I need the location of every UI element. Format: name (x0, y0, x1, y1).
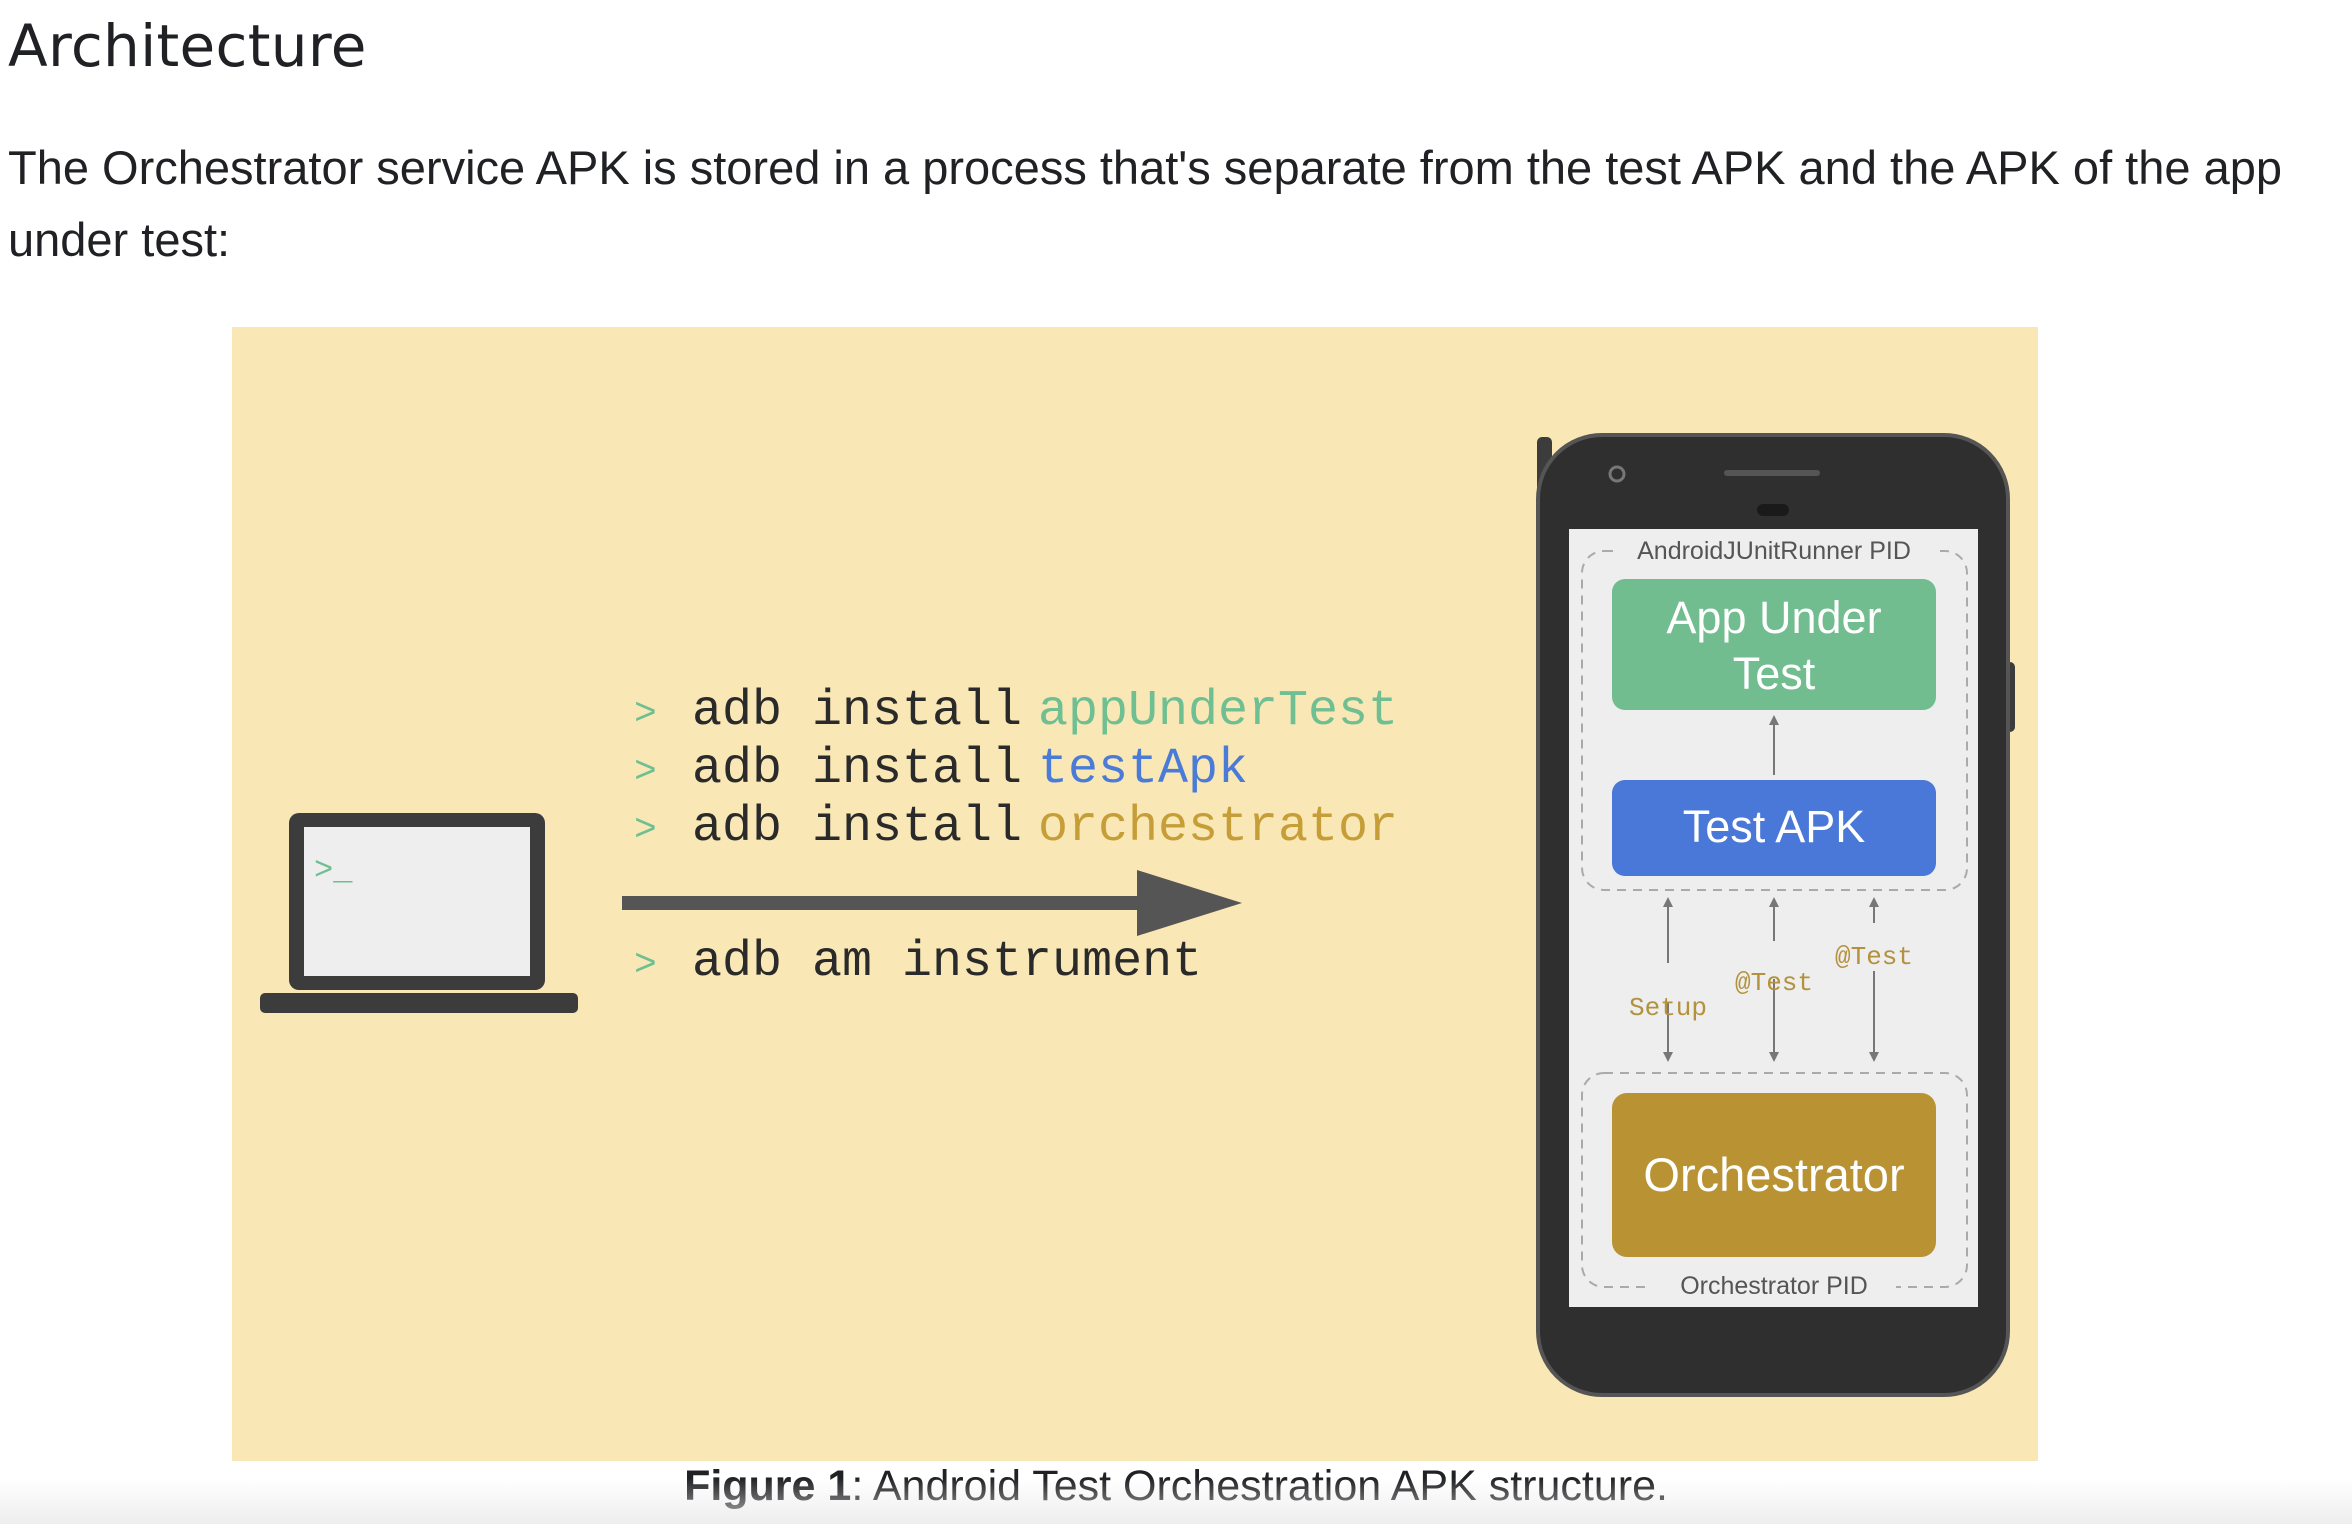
app-under-test-box (1612, 579, 1936, 710)
prompt-symbol: > (634, 944, 657, 987)
command-prefix: adb install (692, 799, 1022, 856)
command-arg-orchestrator: orchestrator (1038, 799, 1398, 856)
prompt-symbol: > (634, 751, 657, 794)
command-line-3: > adb install orchestrator (634, 799, 1398, 856)
architecture-diagram: >_ > adb install appUnderTest > adb inst… (260, 433, 2015, 1397)
instrument-command: > adb am instrument (634, 934, 1202, 991)
app-under-test-label-line2: Test (1733, 648, 1816, 699)
command-prefix: adb install (692, 683, 1022, 740)
orchestrator-pid-label: Orchestrator PID (1680, 1272, 1868, 1300)
orchestrator-box (1612, 1093, 1936, 1257)
caption-text: : Android Test Orchestration APK structu… (851, 1462, 1668, 1510)
figure-caption: Figure 1: Android Test Orchestration APK… (0, 1456, 2352, 1516)
laptop-icon: >_ (260, 813, 578, 1013)
section-heading: Architecture (8, 12, 367, 80)
orchestrator-label: Orchestrator (1643, 1148, 1904, 1201)
command-line-2: > adb install testApk (634, 741, 1248, 798)
prompt-symbol: > (634, 693, 657, 736)
test-label-2: @Test (1835, 942, 1913, 972)
command-arg-test-apk: testApk (1038, 741, 1248, 798)
install-arrow (622, 870, 1242, 936)
architecture-figure: >_ > adb install appUnderTest > adb inst… (232, 327, 2038, 1461)
test-label-1: @Test (1735, 968, 1813, 998)
speaker-grille (1724, 470, 1820, 476)
command-prefix: adb install (692, 741, 1022, 798)
prompt-symbol: > (634, 809, 657, 852)
install-commands: > adb install appUnderTest > adb install… (634, 683, 1398, 856)
app-under-test-label-line1: App Under (1666, 592, 1881, 643)
caption-label: Figure 1 (684, 1462, 852, 1510)
orchestrator-pid-box (1581, 1072, 1968, 1288)
test-apk-label: Test APK (1683, 801, 1866, 852)
test-apk-box (1612, 780, 1936, 876)
setup-label: Setup (1629, 993, 1707, 1023)
interaction-arrows (1663, 897, 1879, 1062)
runner-pid-label: AndroidJUnitRunner PID (1637, 537, 1911, 565)
front-camera-icon (1608, 465, 1626, 483)
command-arg-app-under-test: appUnderTest (1038, 683, 1398, 740)
terminal-prompt-icon: >_ (314, 852, 353, 889)
intro-paragraph: The Orchestrator service APK is stored i… (8, 141, 2282, 266)
instrument-text: adb am instrument (692, 934, 1202, 991)
command-line-1: > adb install appUnderTest (634, 683, 1398, 740)
